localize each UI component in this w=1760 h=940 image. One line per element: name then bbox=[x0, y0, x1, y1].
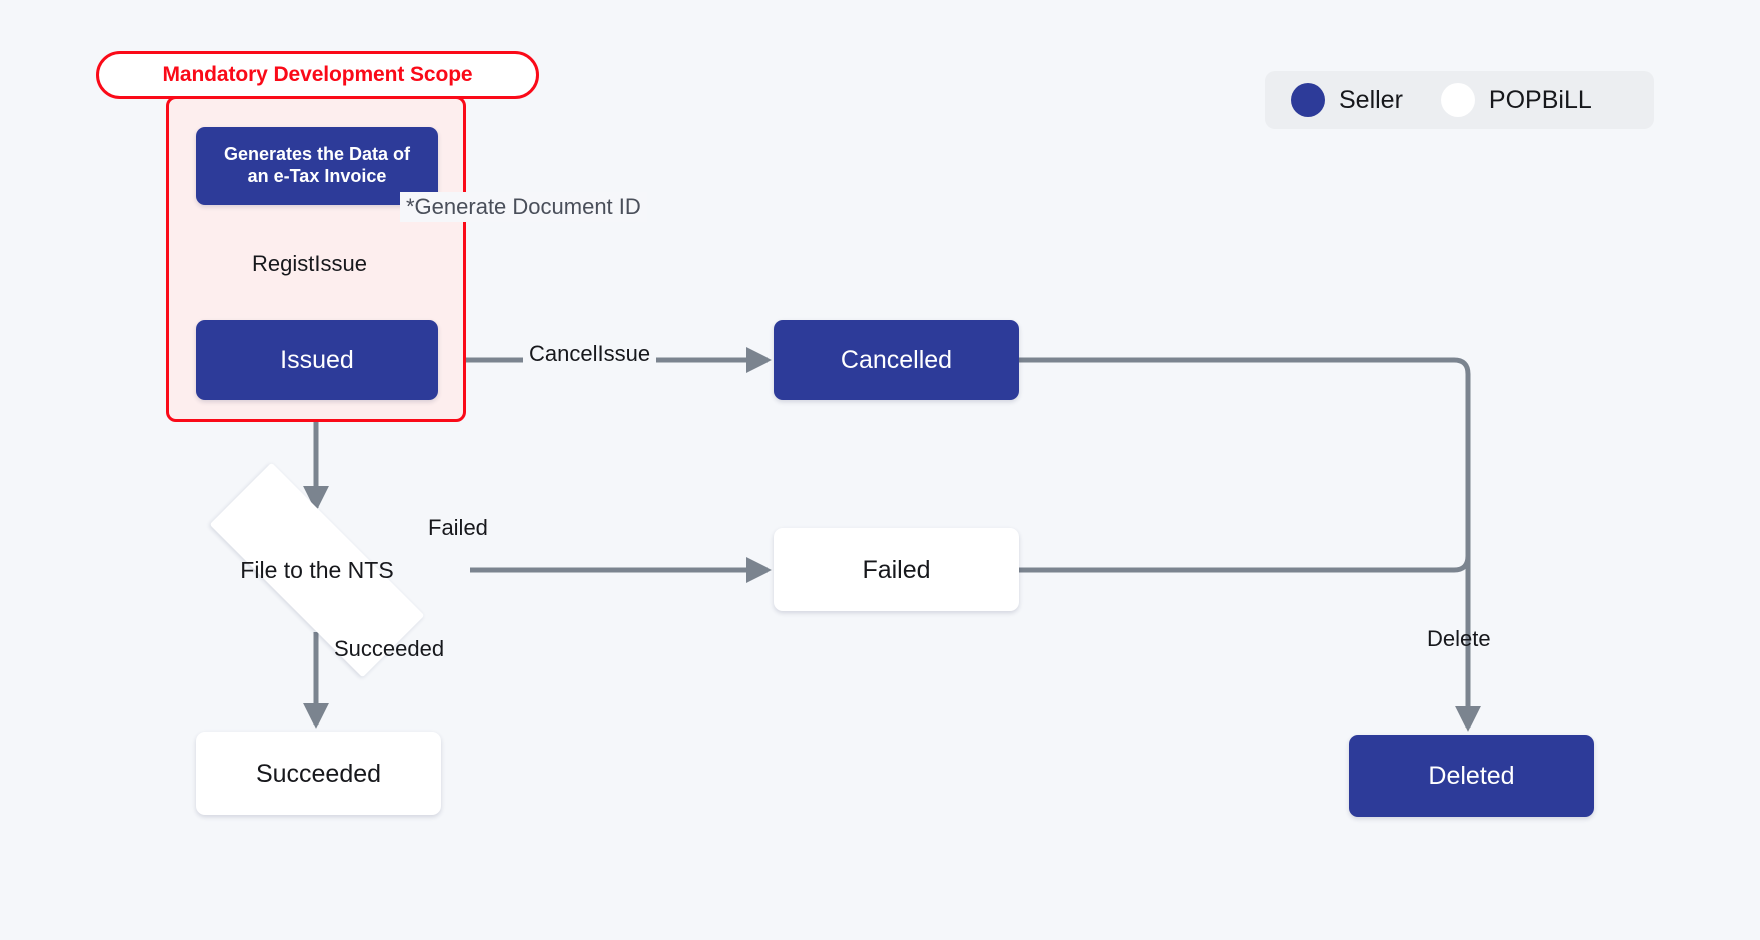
edge-label-registissue: RegistIssue bbox=[246, 251, 373, 277]
node-deleted[interactable]: Deleted bbox=[1349, 735, 1594, 817]
node-label: Cancelled bbox=[840, 346, 953, 374]
legend-label-popbill: POPBiLL bbox=[1488, 85, 1592, 114]
node-label-line-2: an e-Tax Invoice bbox=[247, 166, 387, 186]
legend-item-seller[interactable]: Seller bbox=[1291, 83, 1403, 117]
edge-label-cancelissue: CancelIssue bbox=[523, 341, 657, 367]
edge-label-failed: Failed bbox=[422, 515, 494, 540]
scope-label-text: Mandatory Development Scope bbox=[162, 63, 473, 86]
node-label: Succeeded bbox=[255, 759, 382, 788]
legend: Seller POPBiLL bbox=[1265, 71, 1654, 129]
node-issued[interactable]: Issued bbox=[196, 320, 438, 400]
node-failed[interactable]: Failed bbox=[774, 528, 1019, 611]
edge-label-text: RegistIssue bbox=[252, 251, 367, 276]
annotation-text: *Generate Document ID bbox=[406, 194, 641, 219]
edge-label-text: Failed bbox=[428, 515, 488, 540]
node-succeeded[interactable]: Succeeded bbox=[196, 732, 441, 815]
edge-label-delete: Delete bbox=[1421, 626, 1497, 651]
legend-swatch-popbill-icon bbox=[1440, 83, 1475, 117]
edge-failed-to-deleted bbox=[1016, 540, 1471, 573]
legend-label-seller: Seller bbox=[1339, 85, 1403, 114]
legend-item-popbill[interactable]: POPBiLL bbox=[1440, 83, 1592, 117]
node-label: Deleted bbox=[1428, 762, 1515, 790]
edge-label-text: CancelIssue bbox=[529, 341, 651, 366]
node-generates-the-data-of-an-e-tax-invoice[interactable]: Generates the Data of an e-Tax Invoice bbox=[196, 127, 438, 205]
node-file-to-the-nts[interactable]: File to the NTS bbox=[164, 462, 470, 678]
node-cancelled[interactable]: Cancelled bbox=[774, 320, 1019, 400]
node-label: Failed bbox=[862, 555, 931, 584]
edge-cancelled-to-deleted bbox=[1016, 357, 1471, 560]
node-label-line-1: Generates the Data of bbox=[223, 144, 411, 165]
generate-document-id-note: *Generate Document ID bbox=[400, 192, 647, 223]
legend-swatch-seller-icon bbox=[1291, 83, 1325, 117]
edge-label-succeeded: Succeeded bbox=[328, 636, 450, 661]
edge-label-text: Succeeded bbox=[334, 636, 445, 661]
mandatory-development-scope-label: Mandatory Development Scope bbox=[96, 51, 539, 99]
edge-label-text: Delete bbox=[1427, 626, 1491, 651]
node-label: Generates the Data of an e-Tax Invoice bbox=[224, 144, 410, 187]
node-label: File to the NTS bbox=[240, 556, 394, 583]
node-label: Issued bbox=[280, 346, 354, 374]
